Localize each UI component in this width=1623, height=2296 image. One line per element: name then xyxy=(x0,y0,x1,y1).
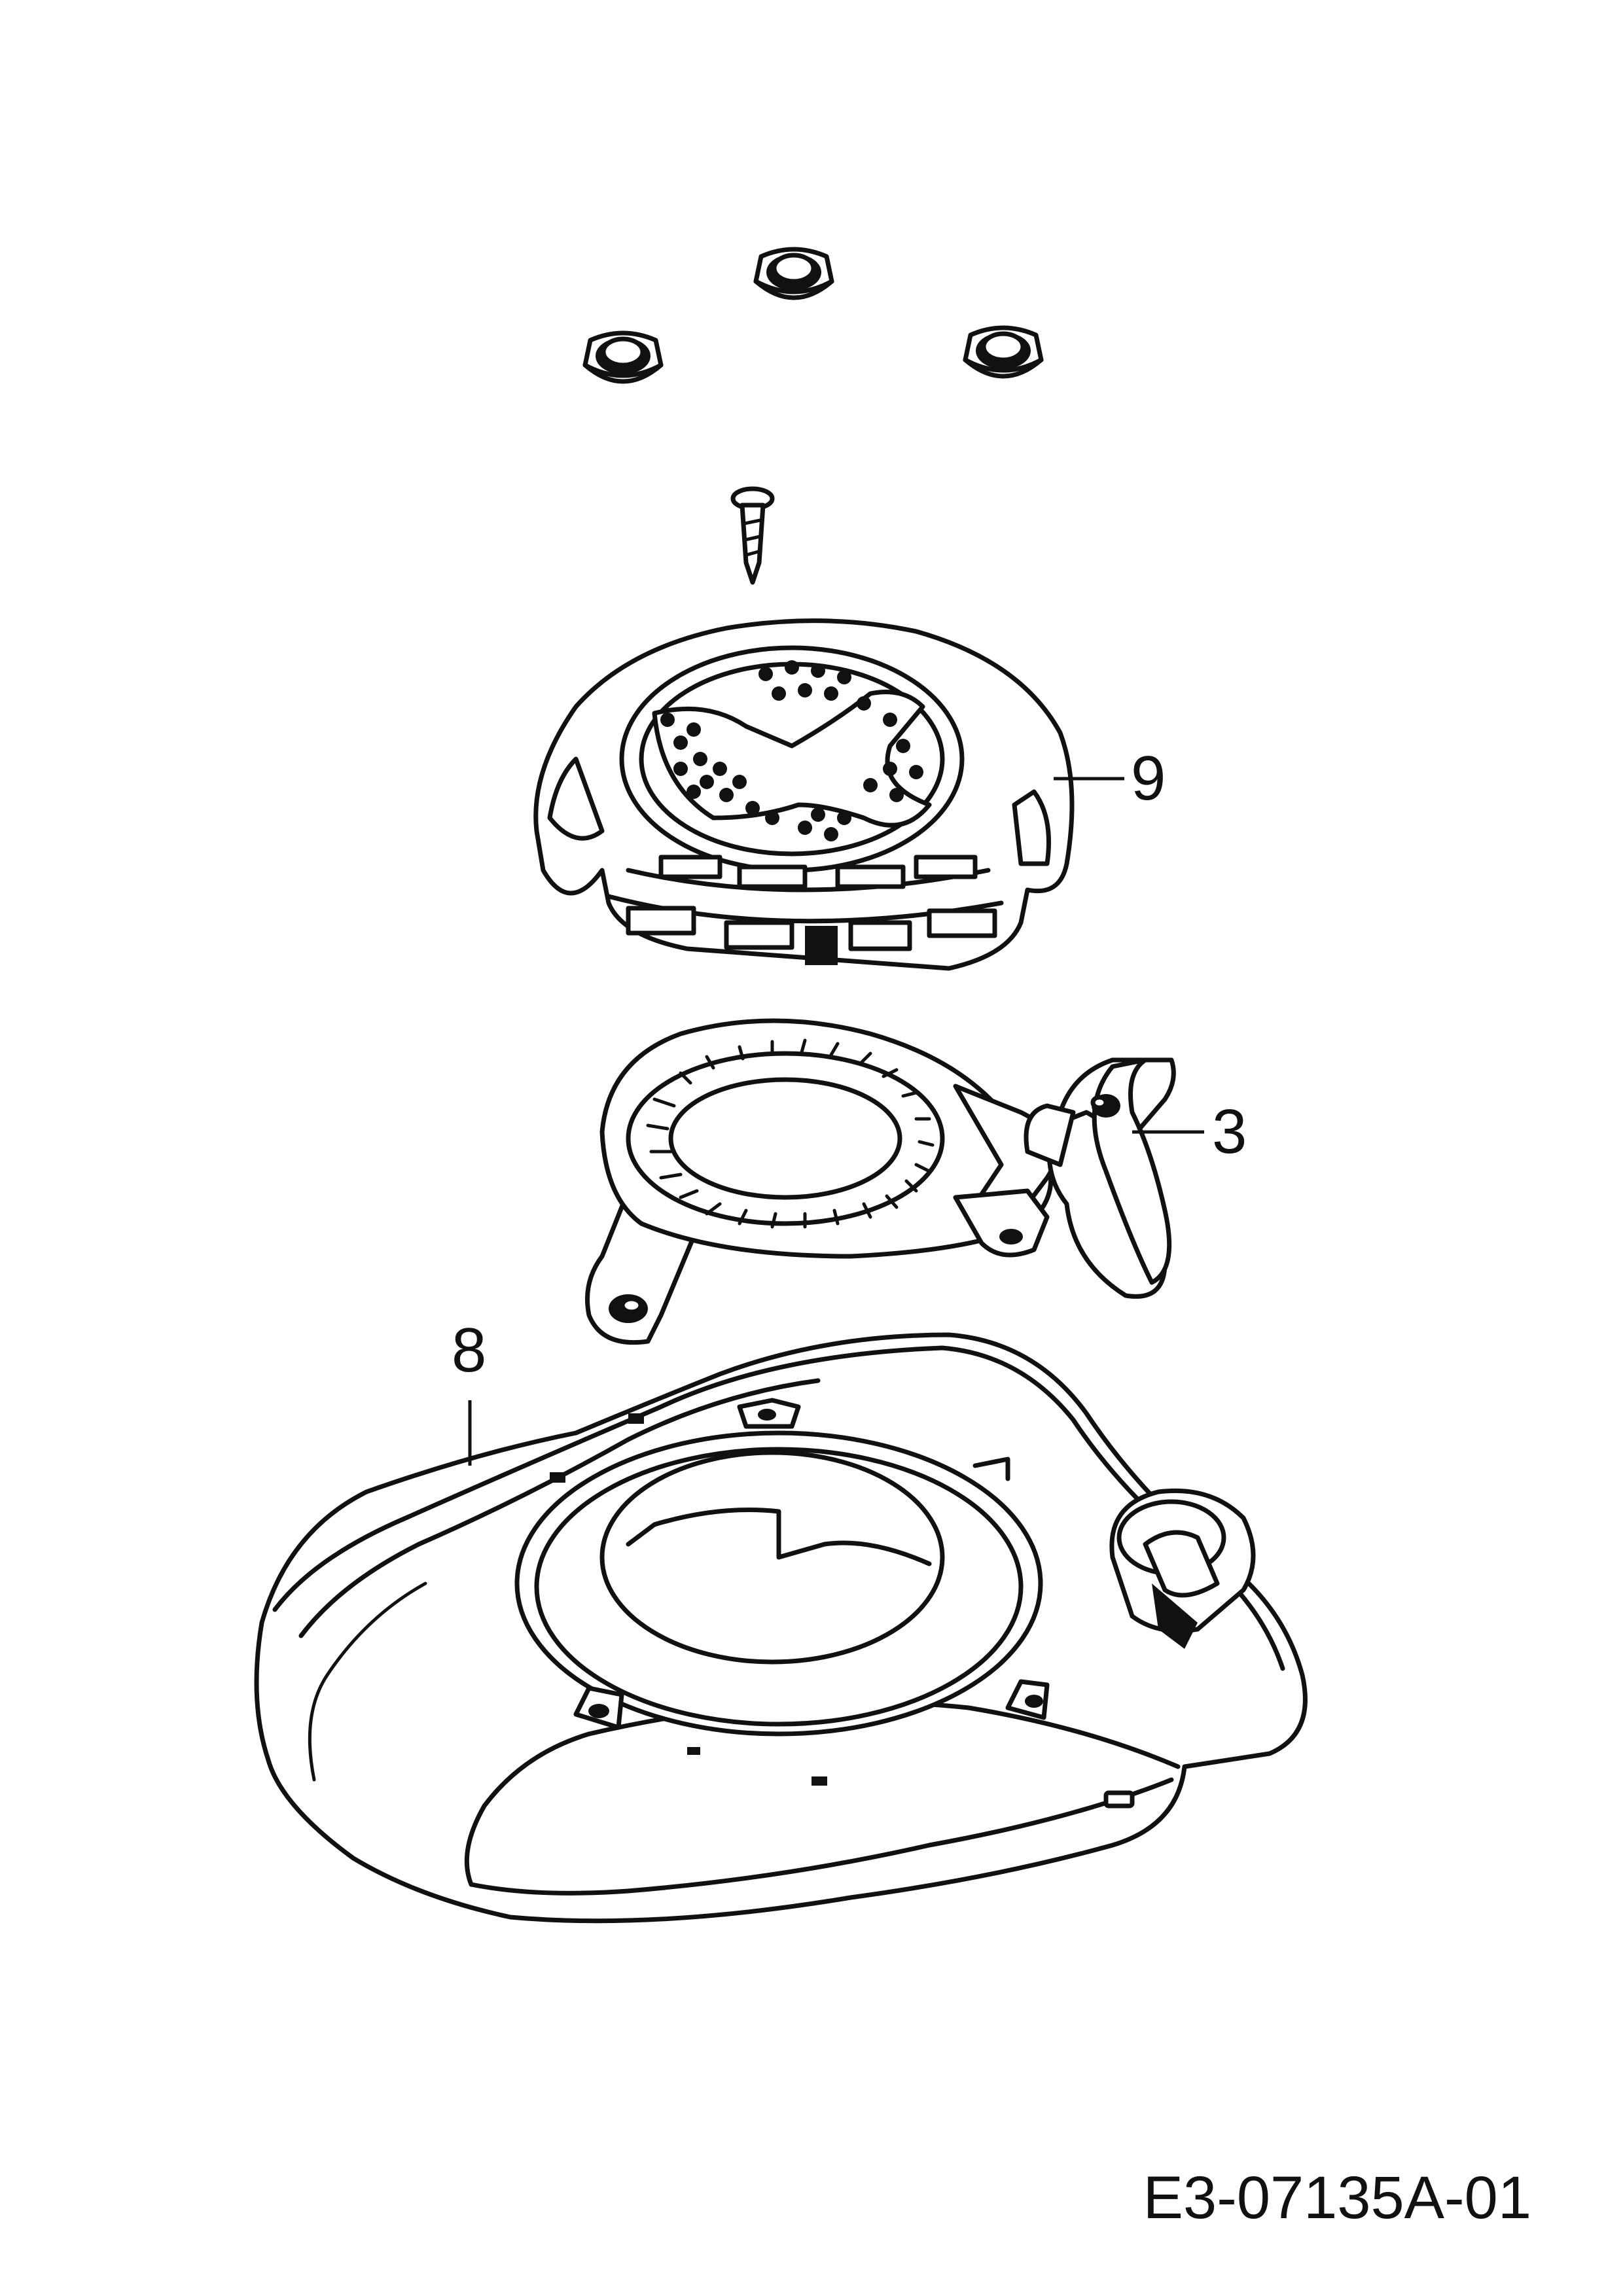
callout-part-9: 9 xyxy=(1131,743,1166,813)
screw xyxy=(730,486,775,585)
starter-ribs xyxy=(646,1038,935,1229)
starter-cover xyxy=(533,618,1075,971)
callout-part-3: 3 xyxy=(1212,1097,1247,1167)
cover-vent-holes xyxy=(660,660,923,841)
flange-nut-top xyxy=(753,247,834,300)
blower-housing xyxy=(254,1332,1308,1924)
recoil-starter xyxy=(585,1018,1176,1345)
housing-ring-tabs xyxy=(550,1398,1050,1786)
callout-part-8: 8 xyxy=(452,1315,486,1385)
document-number: E3-07135A-01 xyxy=(1143,2164,1531,2231)
flange-nut-right xyxy=(963,325,1044,379)
flange-nut-left xyxy=(582,330,664,384)
